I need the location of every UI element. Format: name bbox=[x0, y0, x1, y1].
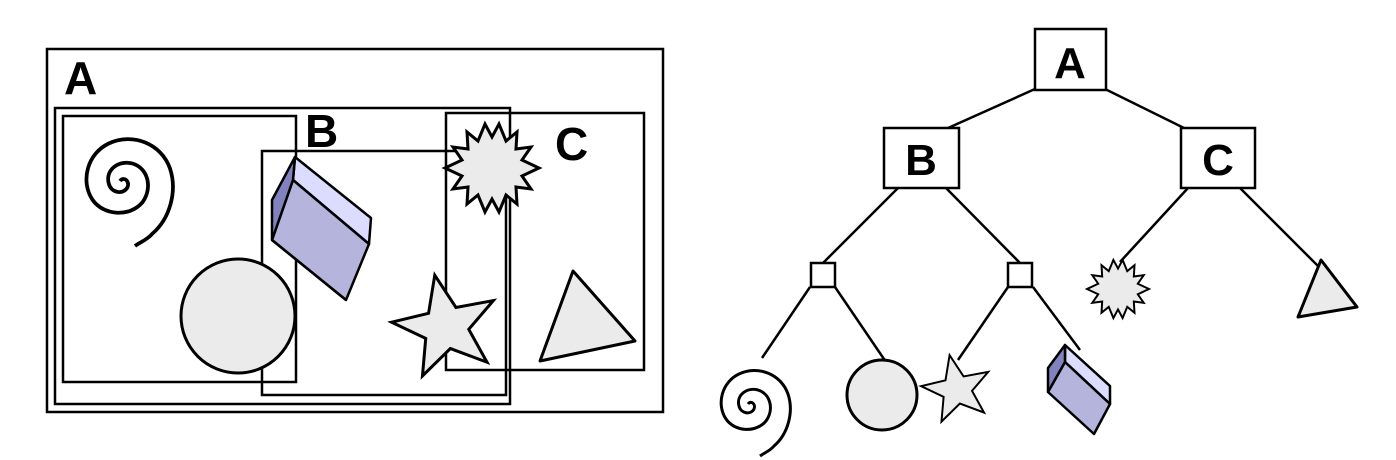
tree-leaf-spiral-icon bbox=[719, 369, 792, 458]
tree-leaf-triangle-icon bbox=[1296, 258, 1359, 319]
region-a-inner-rect bbox=[53, 106, 512, 406]
region-c-label: C bbox=[555, 118, 588, 170]
circle-icon bbox=[179, 257, 297, 375]
tree-leaf-box-icon bbox=[1046, 343, 1112, 436]
region-c-rect bbox=[444, 111, 646, 372]
tree-diagram: A B C bbox=[719, 27, 1359, 458]
region-a-outer-rect bbox=[45, 47, 665, 414]
tree-junction-left bbox=[809, 261, 837, 289]
tree-node-c bbox=[1179, 126, 1257, 190]
tree-leaf-starburst-icon bbox=[1085, 258, 1151, 320]
tree-node-b-label: B bbox=[905, 136, 937, 185]
region-diagram: A B C bbox=[45, 47, 665, 414]
region-a-label: A bbox=[64, 52, 97, 104]
tree-node-c-label: C bbox=[1202, 136, 1234, 185]
tree-node-a-label: A bbox=[1054, 39, 1086, 88]
box-icon bbox=[270, 155, 373, 302]
tree-leaf-circle-icon bbox=[845, 358, 919, 432]
triangle-icon bbox=[538, 269, 637, 363]
spiral-icon bbox=[84, 137, 175, 248]
tree-node-a bbox=[1033, 27, 1108, 92]
tree-leaf-star-icon bbox=[915, 347, 998, 426]
tree-edges bbox=[760, 87, 1321, 363]
starburst-icon bbox=[443, 122, 541, 214]
tree-node-b bbox=[882, 126, 961, 190]
tree-junction-right bbox=[1006, 261, 1034, 289]
region-b-label: B bbox=[305, 105, 338, 157]
